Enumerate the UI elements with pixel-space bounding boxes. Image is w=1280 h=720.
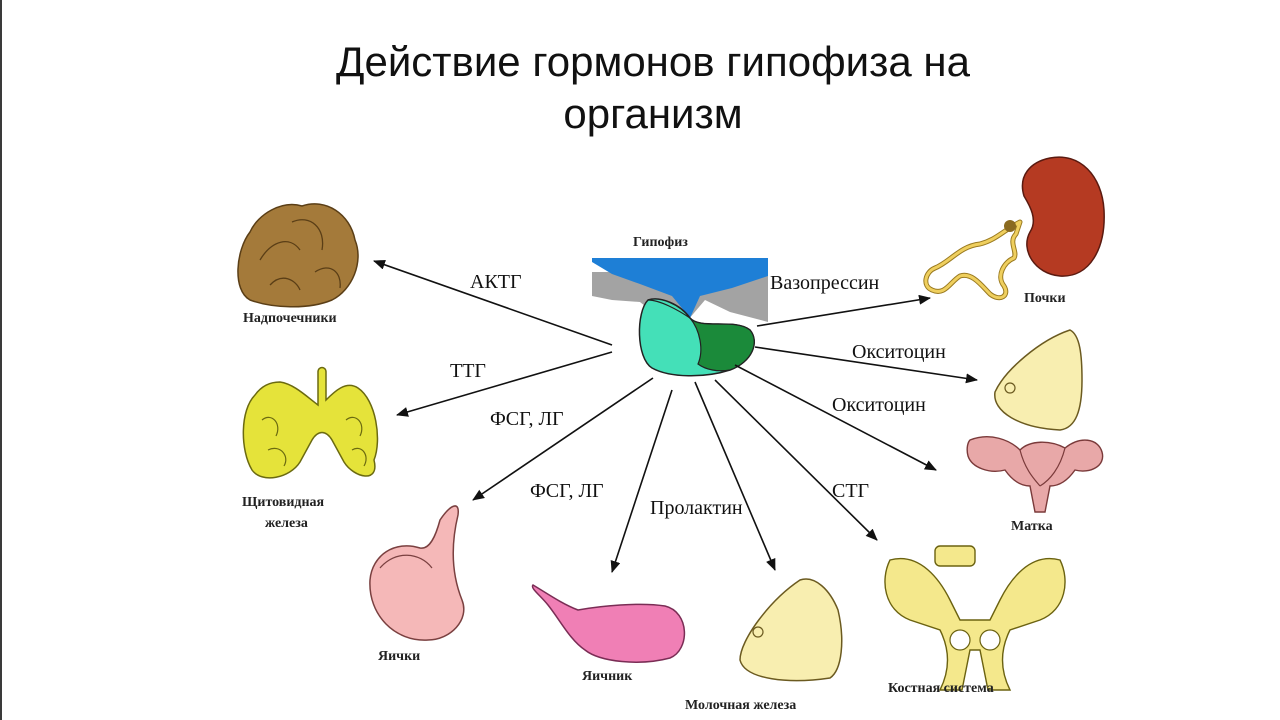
slide-title: Действие гормонов гипофиза на организм [0, 36, 1280, 140]
arrow-to-testes [472, 377, 654, 501]
arrow-to-ovary [610, 389, 673, 573]
hormone-prolactin: Пролактин [650, 497, 743, 519]
thyroid-label-line2: железа [265, 516, 308, 531]
uterus-illustration: Матка [966, 436, 1104, 534]
uterus-label: Матка [1011, 519, 1053, 534]
hormone-ttg: ТТГ [450, 360, 486, 382]
skeleton-label: Костная система [888, 681, 994, 696]
breast-illustration [994, 329, 1083, 431]
ovary-label: Яичник [582, 669, 633, 684]
hormone-stg: СТГ [832, 480, 869, 502]
pituitary-label: Гипофиз [633, 235, 688, 250]
title-line-1: Действие гормонов гипофиза на [336, 38, 970, 85]
arrow-to-thyroid [396, 351, 613, 417]
arrow-to-kidneys [756, 294, 931, 327]
thyroid-label-line1: Щитовидная [242, 495, 325, 510]
arrow-to-skeleton [714, 379, 878, 541]
kidneys-label: Почки [1024, 291, 1066, 306]
hormone-vasopressin: Вазопрессин [770, 272, 880, 294]
hormone-actg: АКТГ [470, 271, 522, 293]
mammary-gland-illustration: Молочная железа [685, 578, 843, 713]
hormone-labels: АКТГ ТТГ ФСГ, ЛГ ФСГ, ЛГ Пролактин СТГ В… [450, 271, 946, 519]
arrow-to-breast [754, 346, 978, 384]
testes-label: Яички [378, 649, 420, 664]
mammary-label: Молочная железа [685, 698, 796, 713]
adrenals-label: Надпочечники [243, 311, 337, 326]
arrows [373, 259, 978, 573]
hormone-oxytocin-2: Окситоцин [832, 394, 926, 416]
arrow-to-adrenals [373, 259, 613, 346]
thyroid-gland-illustration: Щитовидная железа [242, 366, 379, 531]
kidney-illustration: Почки [923, 156, 1105, 306]
skeleton-illustration: Костная система [884, 545, 1066, 696]
hormone-fsg-lg-1: ФСГ, ЛГ [490, 408, 564, 430]
hormone-oxytocin-1: Окситоцин [852, 341, 946, 363]
adrenal-gland-illustration: Надпочечники [237, 203, 359, 326]
title-line-2: организм [563, 90, 743, 137]
slide-left-border [0, 0, 2, 720]
arrow-to-uterus [734, 364, 937, 471]
arrow-to-mammary [694, 381, 776, 571]
pituitary-illustration: Гипофиз [592, 235, 768, 377]
ovary-illustration: Яичник [531, 584, 686, 684]
testes-illustration: Яички [369, 505, 465, 664]
hormone-fsg-lg-2: ФСГ, ЛГ [530, 480, 604, 502]
